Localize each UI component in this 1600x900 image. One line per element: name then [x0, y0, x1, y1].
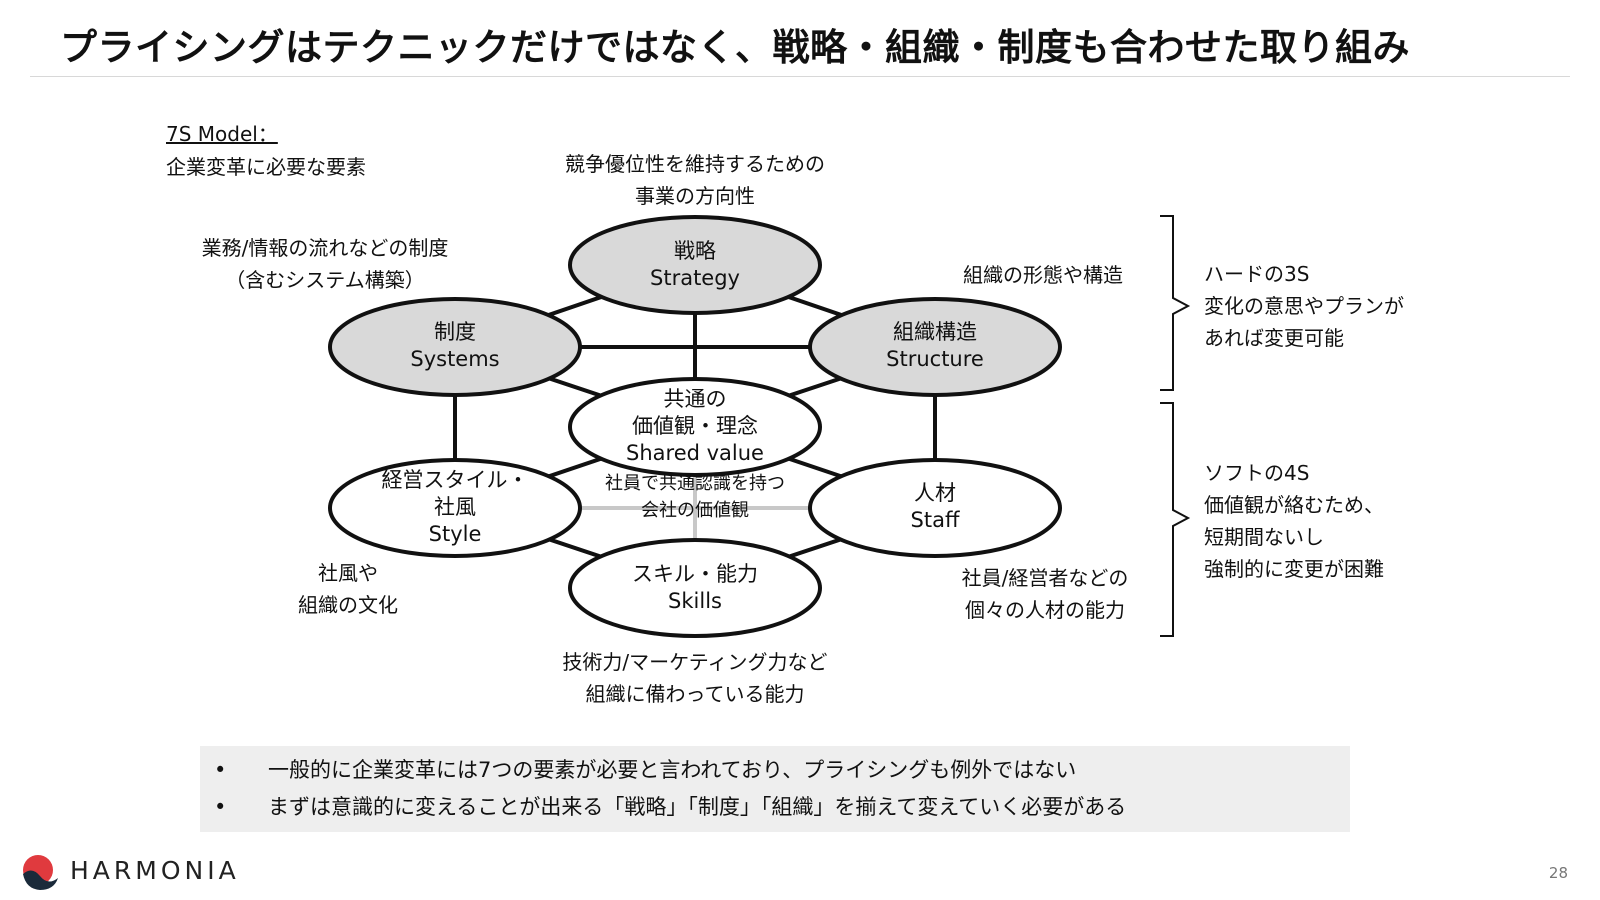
style-node: [328, 458, 582, 558]
strategy-node: [568, 215, 822, 315]
skills-en: Skills: [668, 589, 722, 613]
strategy-en: Strategy: [650, 266, 740, 290]
summary-box: • 一般的に企業変革には7つの要素が必要と言われており、プライシングも例外ではな…: [200, 746, 1350, 832]
summary-text: 一般的に企業変革には7つの要素が必要と言われており、プライシングも例外ではない: [268, 758, 1077, 782]
skills-desc: 技術力/マーケティング力など 組織に備わっている能力: [562, 650, 828, 706]
style-label: 経営スタイル・ 社風 Style: [355, 467, 555, 548]
page-title: プライシングはテクニックだけではなく、戦略・組織・制度も合わせた取り組み: [60, 26, 1410, 69]
bullet-icon: •: [214, 758, 227, 782]
systems-en: Systems: [410, 347, 500, 371]
staff-node: [808, 458, 1062, 558]
shared-value-ja1: 共通の: [663, 387, 727, 411]
systems-label: 制度 Systems: [355, 319, 555, 373]
style-en: Style: [428, 522, 482, 546]
systems-desc: 業務/情報の流れなどの制度 （含むシステム構築）: [201, 236, 449, 292]
hard-bracket: [1160, 215, 1191, 391]
page-number: 28: [1548, 864, 1568, 882]
shared-value-ja2: 価値観・理念: [632, 414, 758, 438]
shared-value-en: Shared value: [626, 441, 764, 465]
structure-desc: 組織の形態や構造: [963, 263, 1123, 287]
harmonia-logo-icon: [23, 855, 58, 890]
staff-en: Staff: [910, 508, 960, 532]
strategy-ja: 戦略: [674, 239, 716, 263]
summary-text: まずは意識的に変えることが出来る「戦略」「制度」「組織」を揃えて変えていく必要が…: [268, 795, 1127, 819]
skills-label: スキル・能力 Skills: [595, 561, 795, 615]
style-ja2: 社風: [434, 495, 476, 519]
model-subtitle: 企業変革に必要な要素: [166, 155, 366, 179]
shared-value-node: [568, 377, 822, 477]
systems-ja: 制度: [434, 320, 476, 344]
hard-3s-note: ハードの3S 変化の意思やプランが あれば変更可能: [1204, 262, 1404, 350]
structure-node: [808, 297, 1062, 397]
brand-name: HARMONIA: [70, 856, 240, 885]
summary-item: • まずは意識的に変えることが出来る「戦略」「制度」「組織」を揃えて変えていく必…: [200, 789, 1350, 826]
structure-en: Structure: [886, 347, 984, 371]
model-label: 7S Model：: [166, 122, 278, 146]
systems-node: [328, 297, 582, 397]
structure-label: 組織構造 Structure: [835, 319, 1035, 373]
soft-bracket: [1160, 402, 1191, 637]
skills-ja: スキル・能力: [632, 562, 758, 586]
shared-value-desc: 社員で共通認識を持つ 会社の価値観: [605, 473, 785, 521]
strategy-desc: 競争優位性を維持するための 事業の方向性: [565, 152, 825, 208]
style-desc: 社風や 組織の文化: [298, 561, 398, 617]
summary-item: • 一般的に企業変革には7つの要素が必要と言われており、プライシングも例外ではな…: [200, 752, 1350, 789]
staff-ja: 人材: [914, 481, 956, 505]
skills-node: [568, 538, 822, 638]
strategy-label: 戦略 Strategy: [595, 238, 795, 292]
shared-value-label: 共通の 価値観・理念 Shared value: [595, 386, 795, 467]
soft-4s-note: ソフトの4S 価値観が絡むため、 短期間ないし 強制的に変更が困難: [1204, 461, 1384, 581]
bullet-icon: •: [214, 795, 227, 819]
staff-label: 人材 Staff: [835, 480, 1035, 534]
structure-ja: 組織構造: [893, 320, 977, 344]
style-ja1: 経営スタイル・: [381, 468, 529, 492]
title-divider: [30, 76, 1570, 77]
staff-desc: 社員/経営者などの 個々の人材の能力: [961, 566, 1129, 622]
